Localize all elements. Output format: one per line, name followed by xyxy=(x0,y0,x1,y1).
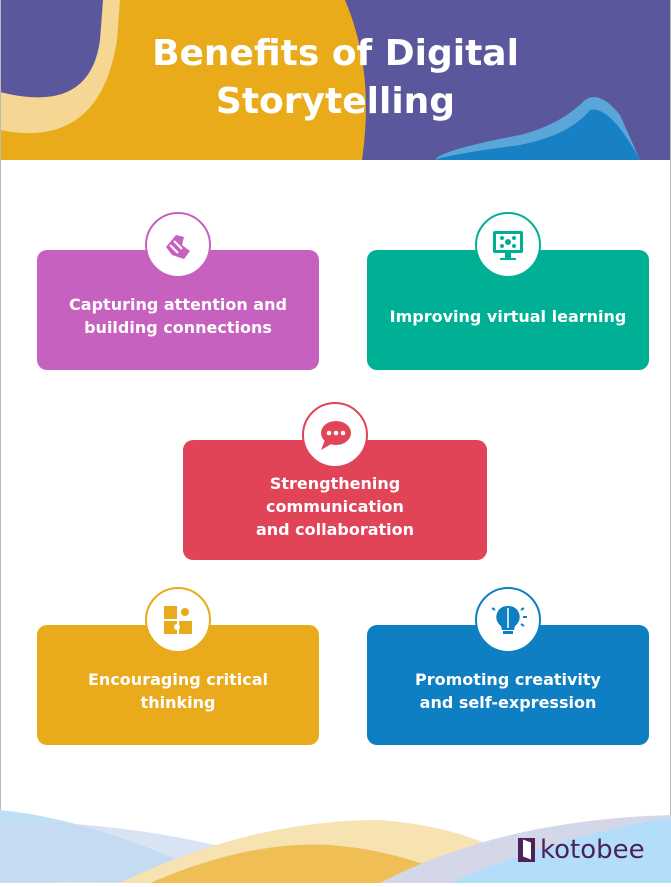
video-conference-monitor-icon xyxy=(475,212,541,278)
card-text: Promoting creativity xyxy=(415,670,601,689)
card-text: and collaboration xyxy=(255,519,415,539)
title-line-2: Storytelling xyxy=(215,81,456,122)
card-text: Encouraging critical thinking xyxy=(88,670,268,712)
card-text: Strengthening communication xyxy=(266,473,404,516)
puzzle-icon xyxy=(145,587,211,653)
footer-waves xyxy=(0,780,671,883)
kotobee-logo: kotobee xyxy=(518,835,645,865)
kotobee-logo-mark xyxy=(518,838,535,862)
chat-bubble-icon xyxy=(302,402,368,468)
fist-bump-icon xyxy=(145,212,211,278)
card-text: and self-expression xyxy=(419,693,597,712)
header-background xyxy=(0,0,671,160)
brain-lightbulb-icon xyxy=(475,587,541,653)
page-title: Benefits of Digital Storytelling xyxy=(0,30,671,126)
brand-name: kotobee xyxy=(540,835,645,865)
footer-background xyxy=(0,810,671,883)
card-text: Capturing attention and xyxy=(69,295,287,314)
header-banner: Benefits of Digital Storytelling xyxy=(0,0,671,160)
title-line-1: Benefits of Digital xyxy=(152,33,519,74)
card-text: building connections xyxy=(84,318,272,337)
card-text: Improving virtual learning xyxy=(389,306,627,326)
